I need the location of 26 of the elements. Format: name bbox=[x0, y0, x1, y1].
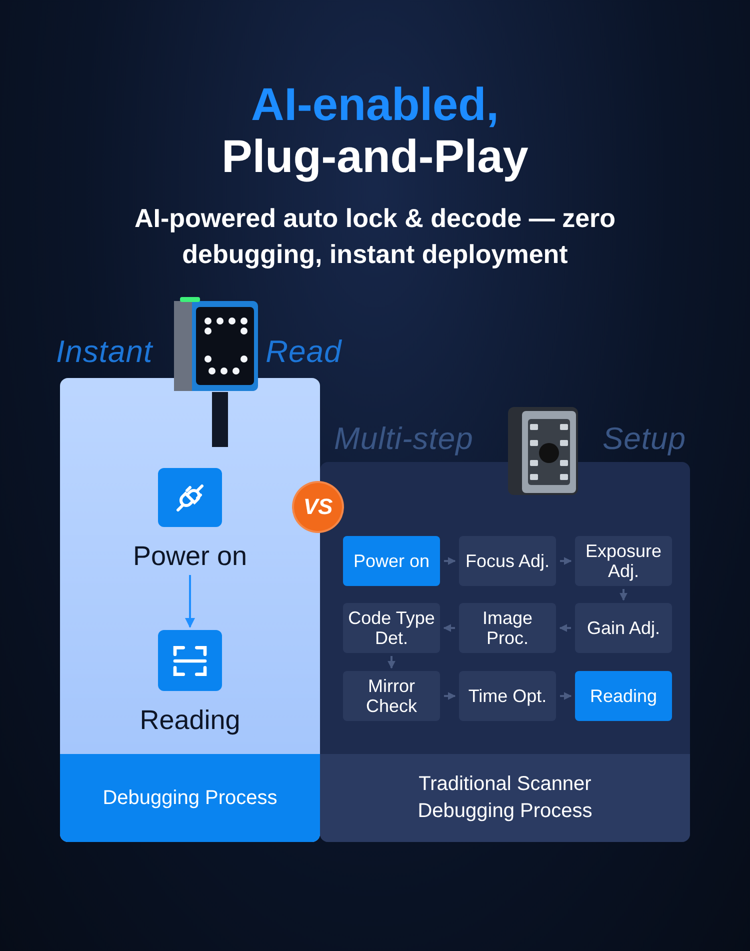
panel-footer: Debugging Process bbox=[60, 754, 320, 842]
arrow bbox=[559, 624, 571, 632]
title: AI-enabled, Plug-and-Play bbox=[220, 78, 530, 182]
arrow bbox=[560, 557, 572, 565]
step-box: Mirror Check bbox=[343, 671, 440, 721]
arrow bbox=[443, 624, 455, 632]
arrow bbox=[620, 589, 628, 601]
step-box: Code Type Det. bbox=[343, 603, 440, 653]
panel-footer: Traditional Scanner Debugging Process bbox=[320, 754, 690, 842]
section-heading: Instant Read bbox=[56, 334, 342, 370]
step-box: Power on bbox=[343, 536, 440, 586]
arrow bbox=[560, 692, 572, 700]
step-box: Exposure Adj. bbox=[575, 536, 672, 586]
arrow bbox=[185, 575, 195, 628]
step-label: Power on bbox=[132, 541, 248, 572]
subtitle: AI-powered auto lock & decode — zero debugging, instant deployment bbox=[133, 202, 617, 271]
step-box: Focus Adj. bbox=[459, 536, 556, 586]
section-heading: Multi-step Setup bbox=[334, 421, 686, 457]
step-box: Image Proc. bbox=[459, 603, 556, 653]
arrow bbox=[444, 692, 456, 700]
step-box: Reading bbox=[575, 671, 672, 721]
step-label: Reading bbox=[140, 705, 240, 736]
step-box: Time Opt. bbox=[459, 671, 556, 721]
arrow bbox=[388, 656, 396, 669]
arrow bbox=[444, 557, 456, 565]
step-box: Gain Adj. bbox=[575, 603, 672, 653]
